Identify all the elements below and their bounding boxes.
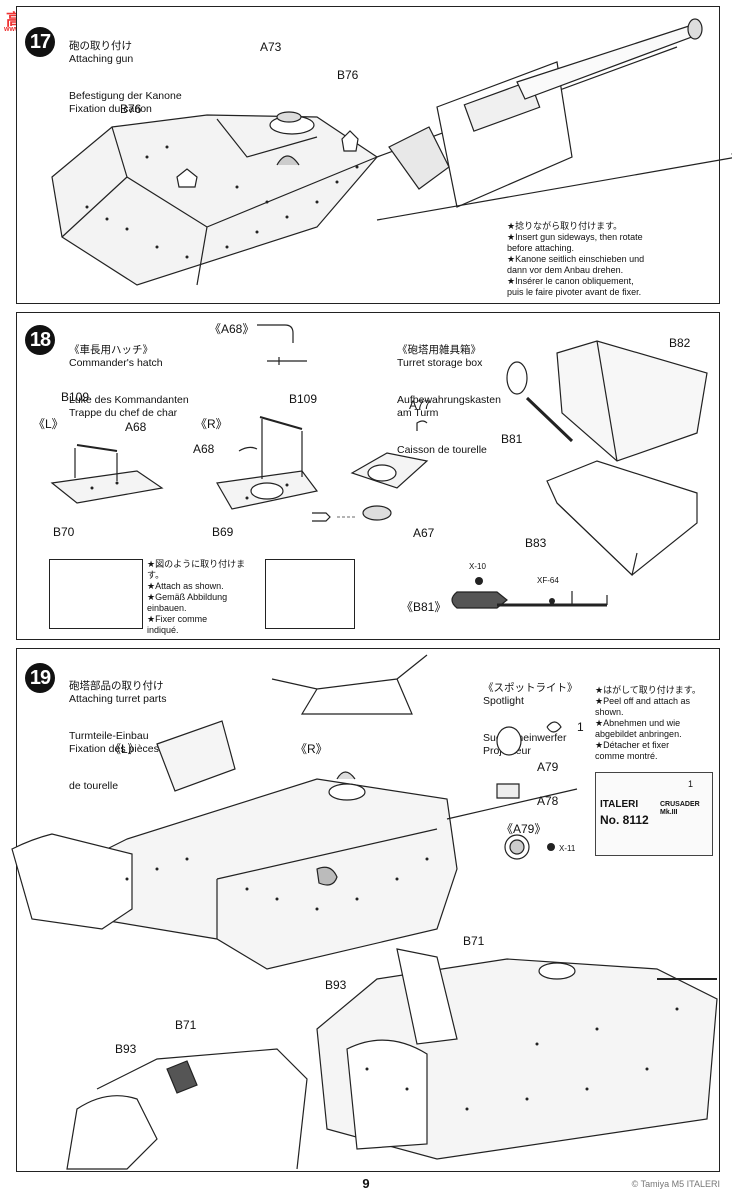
decal-model-number: No. 8112 bbox=[600, 813, 649, 827]
part-label-a67: A67 bbox=[413, 526, 435, 540]
part-label-b93-left: B93 bbox=[115, 1042, 137, 1056]
part-label-a73: A73 bbox=[260, 40, 282, 54]
hatch-detail-box-right bbox=[265, 559, 355, 629]
footer-text: © Tamiya M5 ITALERI bbox=[631, 1179, 720, 1189]
decal-brand: ITALERI bbox=[600, 799, 639, 810]
part-label-a68-left: A68 bbox=[125, 420, 147, 434]
paint-x11: X-11 bbox=[559, 844, 576, 853]
part-label-b82: B82 bbox=[669, 336, 691, 350]
step-18-panel: 18 《車長用ハッチ》Commander's hatch Luke des Ko… bbox=[16, 312, 720, 640]
storage-box-title: 《砲塔用雑具箱》Turret storage box Aufbewahrungs… bbox=[397, 344, 501, 456]
step-title: 《車長用ハッチ》Commander's hatch Luke des Komma… bbox=[69, 344, 189, 419]
paint-x10: X-10 bbox=[469, 562, 486, 571]
step-number: 18 bbox=[25, 325, 55, 355]
turret-parts-drawing bbox=[11, 654, 718, 1170]
part-label-b69: B69 bbox=[212, 525, 234, 539]
part-label-a78: A78 bbox=[537, 794, 559, 808]
part-label-b109-right: B109 bbox=[289, 392, 318, 406]
part-label-b81: B81 bbox=[501, 432, 523, 446]
paint-xf64: XF-64 bbox=[537, 576, 559, 585]
decal-number: 1 bbox=[688, 779, 694, 789]
step-number: 17 bbox=[25, 27, 55, 57]
part-label-b109-left: B109 bbox=[61, 390, 90, 404]
gun-assembly-drawing bbox=[51, 18, 732, 286]
part-label-b83: B83 bbox=[525, 536, 547, 550]
part-label-a68-right: A68 bbox=[193, 442, 215, 456]
step-17-note: ★捻りながら取り付けます。★Insert gun sideways, then … bbox=[507, 221, 645, 297]
part-label-b71-left: B71 bbox=[175, 1018, 197, 1032]
decal-sheet: 1 ITALERI No. 8112 CRUSADER Mk.III bbox=[595, 772, 713, 856]
step-18-note: ★図のように取り付けます。 ★Attach as shown.★Gemäß Ab… bbox=[147, 559, 246, 635]
part-label-b76-right: B76 bbox=[337, 68, 359, 82]
left-tag: 《L》 bbox=[33, 417, 64, 431]
part-label-b93-mid: B93 bbox=[325, 978, 347, 992]
part-label-b71-top: B71 bbox=[463, 934, 485, 948]
step-number: 19 bbox=[25, 663, 55, 693]
left-tag: 《L》 bbox=[109, 742, 140, 756]
hatch-detail-box-left bbox=[49, 559, 143, 629]
decal-model-name: CRUSADER Mk.III bbox=[660, 801, 700, 816]
step-19-note: ★はがして取り付けます。★Peel off and attach as show… bbox=[595, 685, 701, 761]
part-label-b70: B70 bbox=[53, 525, 75, 539]
a79-detail-tag: 《A79》 bbox=[501, 822, 547, 836]
page-number: 9 bbox=[362, 1176, 370, 1191]
a68-detail-tag: 《A68》 bbox=[209, 322, 255, 336]
part-label-a79: A79 bbox=[537, 760, 559, 774]
b81-detail-tag: 《B81》 bbox=[401, 600, 447, 614]
right-tag: 《R》 bbox=[295, 742, 328, 756]
part-label-b76-left: B76 bbox=[120, 102, 142, 116]
part-label-a77: A77 bbox=[409, 398, 431, 412]
hatch-and-box-drawing bbox=[50, 324, 708, 609]
decal-number-label: 1 bbox=[577, 720, 584, 734]
right-tag: 《R》 bbox=[195, 417, 228, 431]
